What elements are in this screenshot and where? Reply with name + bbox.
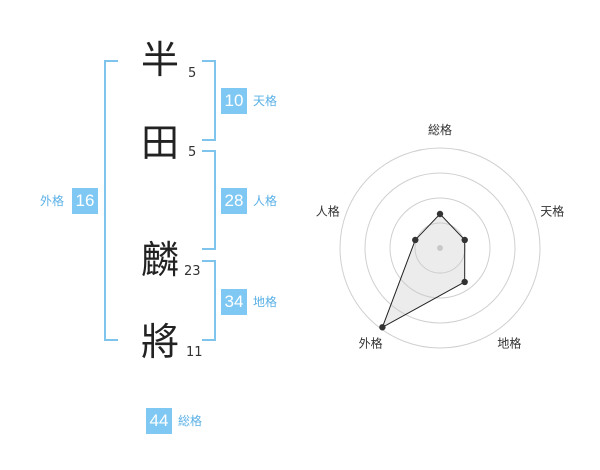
radar-data-point — [412, 236, 419, 244]
chikaku-bracket — [202, 260, 216, 341]
radar-data-point — [379, 324, 386, 331]
tenkaku-badge: 10 — [221, 88, 247, 114]
stroke-count-3: 23 — [184, 264, 201, 279]
soukaku-label: 総格 — [178, 414, 203, 428]
radar-axis-label: 総格 — [428, 122, 452, 137]
radar-center-point — [437, 245, 443, 251]
name-char-3: 麟 — [140, 238, 179, 282]
tenkaku-label: 天格 — [253, 94, 278, 108]
name-char-2: 田 — [140, 121, 179, 165]
name-char-1: 半 — [140, 38, 179, 82]
radar-axis-label: 人格 — [316, 204, 340, 219]
radar-series-polygon — [381, 213, 466, 329]
radar-grid-ring — [389, 197, 491, 299]
stroke-count-1: 5 — [188, 66, 197, 81]
name-char-4: 將 — [140, 320, 179, 364]
jinkaku-label: 人格 — [253, 194, 278, 208]
jinkaku-badge: 28 — [221, 188, 247, 214]
stroke-count-4: 11 — [186, 345, 203, 360]
radar-data-point — [461, 278, 468, 286]
radar-axis-label: 天格 — [540, 204, 564, 219]
radar-grid-ring — [339, 147, 541, 349]
radar-data-point — [461, 236, 468, 244]
radar-grid-ring — [364, 172, 516, 324]
radar-axis-label: 外格 — [359, 335, 383, 350]
gaikaku-badge: 16 — [72, 188, 98, 214]
gaikaku-bracket — [104, 60, 118, 341]
jinkaku-bracket — [202, 150, 216, 250]
gaikaku-label: 外格 — [40, 194, 65, 208]
stroke-count-2: 5 — [188, 145, 197, 160]
radar-axis-label: 地格 — [497, 335, 521, 350]
chikaku-badge: 34 — [221, 289, 247, 315]
soukaku-badge: 44 — [146, 408, 172, 434]
chikaku-label: 地格 — [253, 295, 278, 309]
tenkaku-bracket — [202, 60, 216, 141]
radar-data-point — [436, 210, 444, 218]
